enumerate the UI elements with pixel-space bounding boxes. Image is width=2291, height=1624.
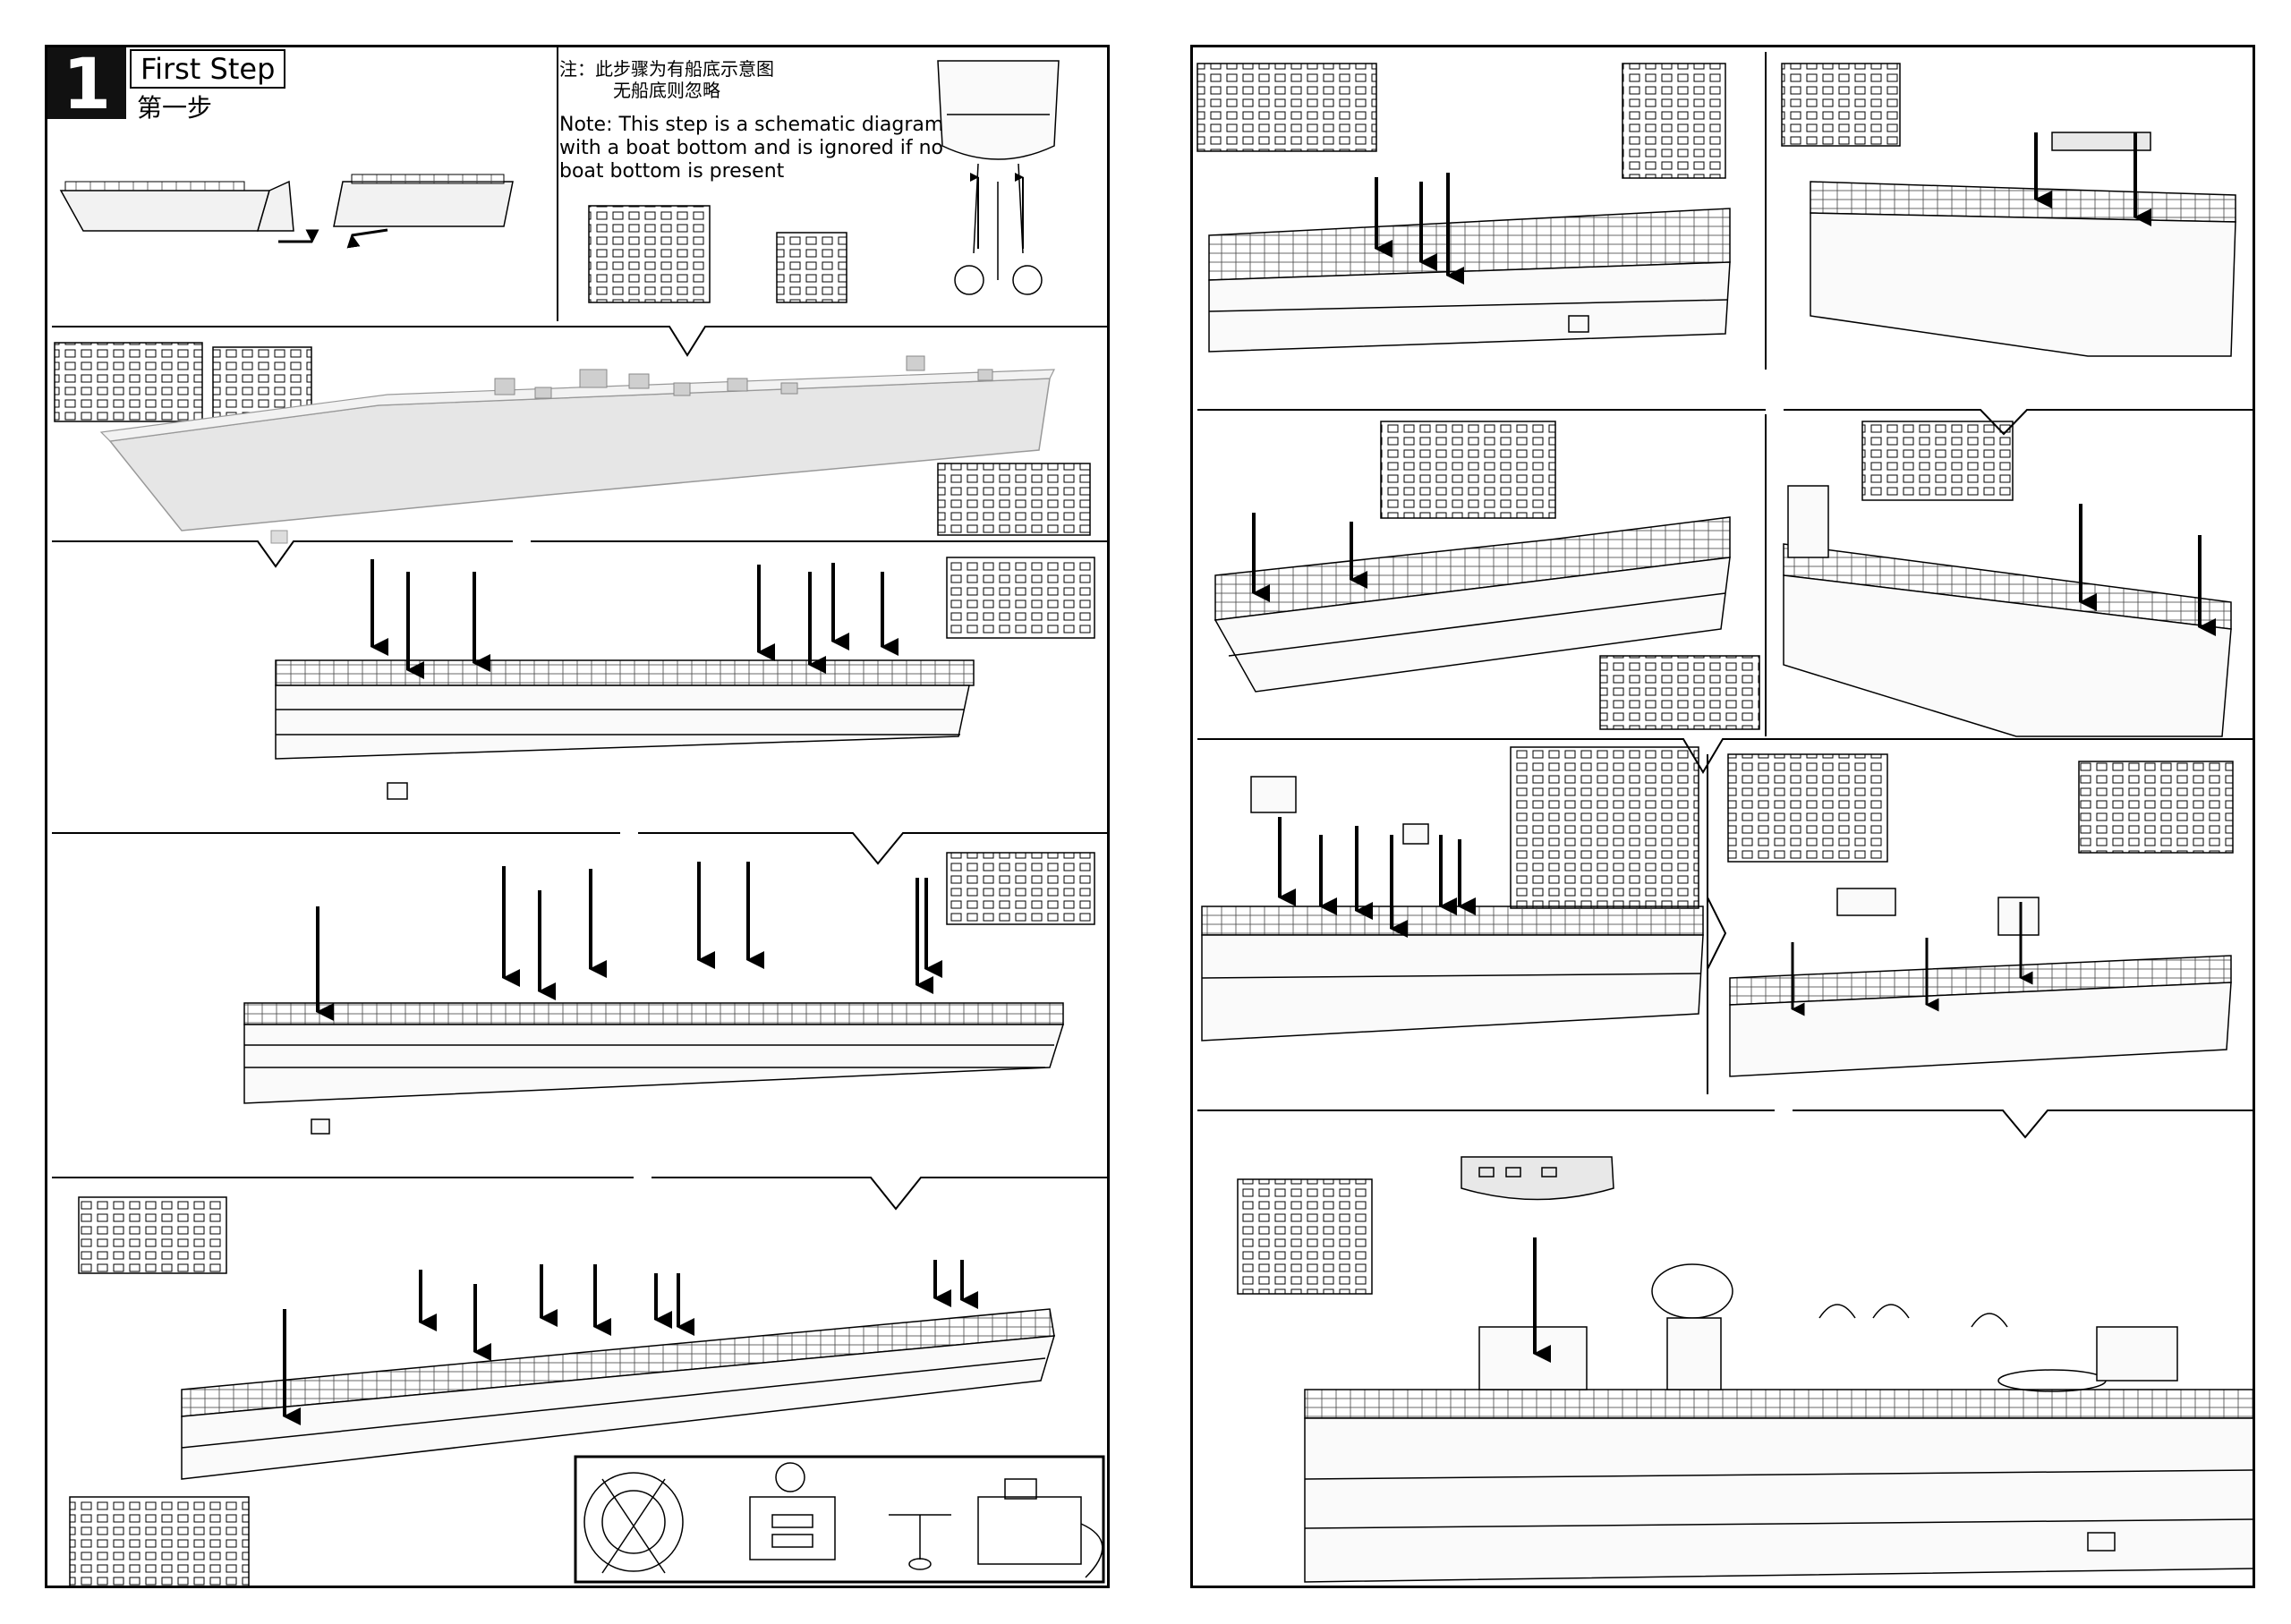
part-arrow-group — [316, 862, 942, 1021]
step-title: First Step — [130, 49, 286, 89]
ship-hull-icon — [243, 1002, 1065, 1135]
sprue-icon — [1599, 655, 1760, 730]
part-arrow-group — [370, 559, 899, 679]
note-chinese-line-1: 注：此步骤为有船底示意图 — [559, 58, 774, 80]
note-block: 注：此步骤为有船底示意图 无船底则忽略 Note: This step is a… — [559, 58, 953, 183]
part-arrow-group — [1375, 173, 1464, 285]
ship-hull-icon — [99, 355, 1055, 544]
sprue-icon — [1781, 63, 1901, 147]
ship-hull-icon — [1208, 208, 1731, 353]
ship-hull-icon — [59, 174, 514, 232]
sprue-icon — [69, 1496, 250, 1586]
part-arrow-group — [1278, 817, 1476, 938]
ship-hull-icon — [1810, 132, 2236, 357]
left-page-diagrams — [52, 47, 1107, 1586]
sprue-icon — [588, 205, 711, 303]
sprue-icon — [1510, 746, 1699, 909]
ship-hull-icon — [1304, 1156, 2253, 1583]
sprue-icon — [776, 232, 847, 303]
ship-hull-icon — [1214, 516, 1731, 693]
sprue-icon — [1380, 421, 1556, 519]
note-chinese: 注：此步骤为有船底示意图 无船底则忽略 — [559, 58, 953, 101]
sprue-icon — [1727, 753, 1888, 863]
sprue-icon — [1237, 1178, 1373, 1295]
part-arrow-group — [2034, 132, 2151, 226]
ship-hull-icon — [275, 659, 975, 800]
step-subtitle: 第一步 — [137, 93, 213, 123]
note-chinese-line-2: 无船底则忽略 — [613, 80, 720, 101]
sprue-icon — [946, 852, 1095, 925]
step-number-badge: 1 — [47, 47, 126, 123]
ship-hull-icon — [1783, 485, 2232, 737]
ship-hull-icon — [937, 60, 1060, 295]
right-page-diagrams — [1197, 52, 2253, 1583]
part-arrow-group — [1791, 902, 2033, 1016]
arrow-left-icon — [346, 228, 388, 249]
sprue-icon — [2078, 761, 2234, 854]
ship-hull-icon — [181, 1308, 1056, 1480]
part-arrow-group — [283, 1260, 978, 1425]
instruction-page-left: 1 First Step 第一步 注：此步骤为有船底示意图 无船底则忽略 Not… — [45, 45, 1110, 1588]
sprue-icon — [946, 557, 1095, 639]
sprue-icon — [1861, 421, 2014, 501]
note-english: Note: This step is a schematic diagram w… — [559, 114, 944, 183]
instruction-page-right — [1190, 45, 2255, 1588]
ship-hull-icon — [1729, 888, 2232, 1077]
sprue-icon — [1622, 63, 1726, 179]
section-divider — [52, 47, 1107, 1211]
detail-inset — [574, 1455, 1105, 1584]
sprue-icon — [78, 1196, 227, 1274]
sprue-icon — [1197, 63, 1377, 152]
sprue-icon — [937, 463, 1091, 536]
part-arrow-group — [2079, 504, 2216, 636]
sprue-icon — [54, 342, 203, 422]
part-arrow-group — [1252, 513, 1367, 602]
